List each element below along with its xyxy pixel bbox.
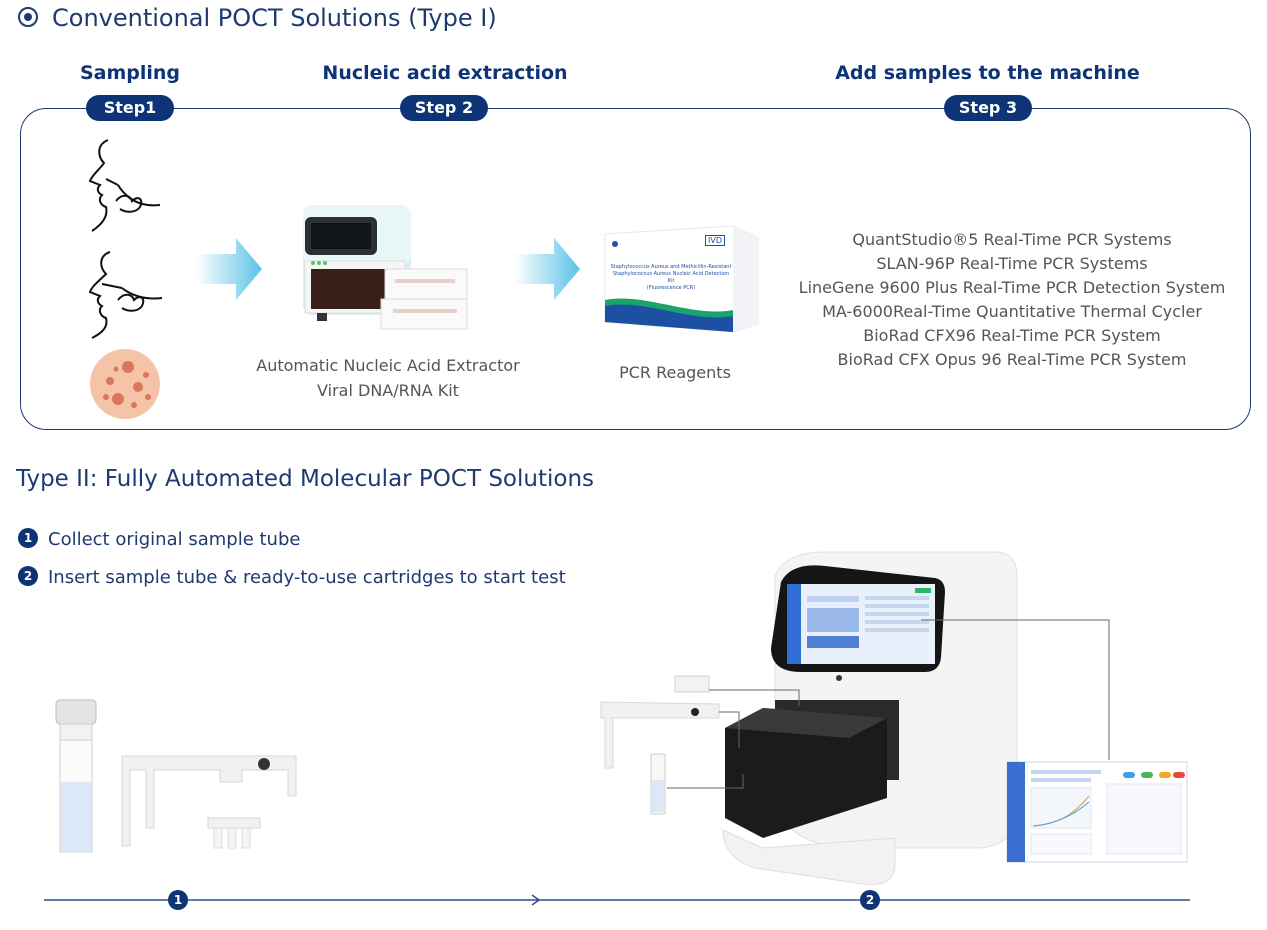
extractor-caption: Automatic Nucleic Acid Extractor Viral D… — [238, 353, 538, 403]
timeline-step1-badge: 1 — [168, 890, 188, 910]
step3-badge: Step 3 — [944, 95, 1032, 121]
type1-frame — [20, 108, 1251, 430]
type2-heading: Type II: Fully Automated Molecular POCT … — [16, 466, 594, 492]
automated-poct-analyzer-image — [600, 551, 1188, 886]
reagent-box-shape — [604, 225, 759, 332]
pcr-reagents-caption: PCR Reagents — [619, 363, 731, 382]
number-badge-icon: 1 — [18, 528, 38, 548]
machine-item: LineGene 9600 Plus Real-Time PCR Detecti… — [798, 278, 1226, 297]
machine-item: MA-6000Real-Time Quantitative Thermal Cy… — [822, 302, 1202, 321]
machine-item: QuantStudio®5 Real-Time PCR Systems — [852, 230, 1172, 249]
sample-tube-and-cartridge-image — [55, 699, 297, 853]
type1-heading: Conventional POCT Solutions (Type I) — [18, 4, 497, 32]
throat-swab-icon — [88, 139, 161, 232]
machine-item: SLAN-96P Real-Time PCR Systems — [876, 254, 1148, 273]
extractor-caption-line1: Automatic Nucleic Acid Extractor — [256, 356, 520, 375]
target-bullet-icon — [18, 7, 38, 27]
ivd-badge: IVD — [705, 235, 725, 246]
timeline-line — [44, 894, 1190, 906]
pcr-machine-list: QuantStudio®5 Real-Time PCR Systems SLAN… — [780, 228, 1244, 372]
arrow-right-icon — [514, 238, 580, 300]
step1-title: Sampling — [79, 62, 181, 84]
machine-item: BioRad CFX96 Real-Time PCR System — [863, 326, 1161, 345]
nasal-swab-icon — [88, 251, 163, 339]
step1-badge: Step1 — [86, 95, 174, 121]
pcr-reagent-box-image: IVD Staphylococcus Aureus and Methicilli… — [603, 222, 759, 332]
nucleic-acid-extractor-image — [303, 205, 468, 330]
step3-title: Add samples to the machine — [835, 62, 1140, 84]
machine-item: BioRad CFX Opus 96 Real-Time PCR System — [837, 350, 1187, 369]
number-badge-icon: 2 — [18, 566, 38, 586]
extractor-caption-line2: Viral DNA/RNA Kit — [317, 381, 459, 400]
step2-title: Nucleic acid extraction — [322, 62, 568, 84]
arrow-right-icon — [196, 238, 262, 300]
timeline-step2-badge: 2 — [860, 890, 880, 910]
reagent-box-text: Staphylococcus Aureus and Methicillin-Re… — [610, 264, 732, 291]
step2-badge: Step 2 — [400, 95, 488, 121]
skin-sample-icon — [90, 349, 160, 419]
